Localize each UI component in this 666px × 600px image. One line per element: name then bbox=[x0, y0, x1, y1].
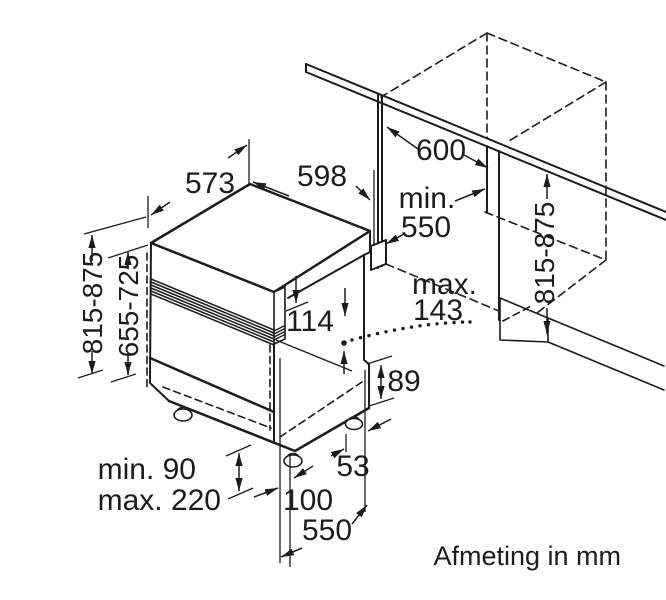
dim-label-114: 114 bbox=[286, 305, 334, 338]
niche-right-panel bbox=[486, 145, 500, 321]
dim-label-815-875-left: 815-875 bbox=[77, 252, 108, 355]
dim-label-max: max. bbox=[412, 268, 477, 301]
dim-door-height: 655-725 bbox=[107, 244, 149, 383]
dim-label-573: 573 bbox=[185, 167, 235, 200]
dim-niche-height: 815-875 bbox=[529, 174, 560, 334]
dim-label-598: 598 bbox=[297, 160, 347, 193]
dim-top-depth: 573 bbox=[147, 139, 250, 228]
dim-label-max-220: max. 220 bbox=[98, 484, 221, 517]
dim-label-53: 53 bbox=[336, 450, 369, 483]
dishwasher-top-face bbox=[149, 182, 372, 294]
dim-label-655-725: 655-725 bbox=[113, 255, 144, 358]
dim-rear-foot-offset: 53 bbox=[330, 370, 392, 512]
dim-label-550-base: 550 bbox=[302, 514, 352, 547]
dim-label-min-90: min. 90 bbox=[98, 453, 196, 486]
dim-label-143: 143 bbox=[413, 294, 463, 327]
dim-label-815-875-right: 815-875 bbox=[529, 202, 560, 305]
dim-niche-depth: min. 550 bbox=[385, 182, 486, 245]
dim-label-min: min. bbox=[399, 182, 456, 215]
niche-volume-dashed-cube bbox=[380, 32, 607, 317]
dim-niche-width: 600 bbox=[386, 126, 489, 169]
dim-label-100: 100 bbox=[283, 484, 333, 517]
dishwasher bbox=[146, 182, 372, 468]
dim-appliance-height: 815-875 bbox=[77, 216, 147, 379]
dim-label-89: 89 bbox=[387, 365, 420, 398]
niche-left-panel bbox=[370, 93, 387, 271]
door-swing-dotted-arc bbox=[350, 320, 472, 342]
adjustable-feet bbox=[173, 406, 364, 468]
caption-units: Afmeting in mm bbox=[433, 541, 621, 571]
dim-control-panel: 114 bbox=[275, 276, 353, 374]
dim-base-depth: 550 bbox=[280, 504, 368, 558]
dim-rear-clearance: 89 bbox=[366, 355, 421, 407]
dim-top-width: 598 bbox=[252, 160, 375, 246]
kitchen-niche bbox=[305, 32, 666, 391]
dim-label-600: 600 bbox=[416, 134, 466, 167]
control-panel-band bbox=[150, 278, 285, 346]
dishwasher-body bbox=[148, 230, 371, 453]
dishwasher-hidden-edges bbox=[146, 252, 363, 438]
dim-plinth-height: min. 90 max. 220 bbox=[98, 444, 254, 517]
floor-edge bbox=[499, 297, 665, 391]
dim-front-foot-offset: 100 bbox=[253, 358, 333, 567]
dim-label-550-min: 550 bbox=[401, 211, 451, 244]
dim-door-protrusion: max. 143 bbox=[341, 268, 477, 346]
